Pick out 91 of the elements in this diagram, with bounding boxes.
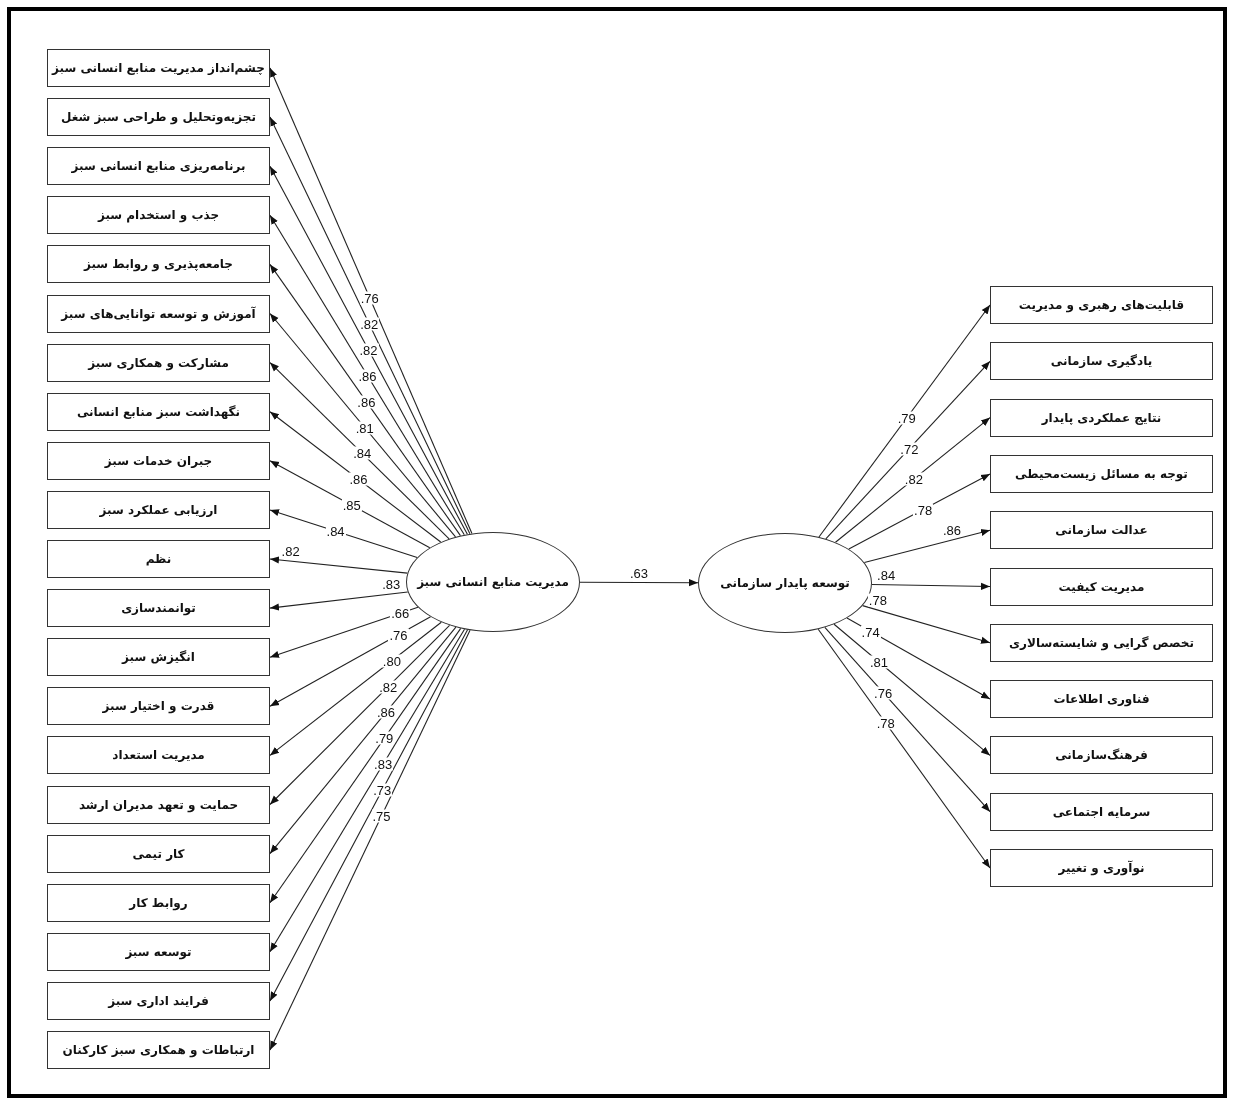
edge-label: .76 xyxy=(359,291,380,305)
edge-label: .84 xyxy=(325,524,346,538)
construct-box: مدیریت کیفیت xyxy=(990,567,1213,606)
arrow xyxy=(269,509,418,559)
edge-label: .86 xyxy=(375,705,396,719)
construct-box: فناوری اطلاعات xyxy=(990,680,1213,719)
edge-label: .82 xyxy=(280,544,301,558)
construct-box: ارتباطات و همکاری سبز کارکنان xyxy=(47,1031,270,1069)
construct-box: روابط کار xyxy=(47,883,270,922)
edge-label: .79 xyxy=(896,411,917,425)
arrow xyxy=(269,556,408,574)
arrow xyxy=(818,304,991,538)
construct-box: توجه به مسائل زیست‌محیطی xyxy=(990,454,1213,493)
construct-box: انگیزش سبز xyxy=(47,638,270,677)
construct-box: جبران خدمات سبز xyxy=(47,441,270,480)
arrow xyxy=(817,628,991,869)
construct-box: نگهداشت سبز منابع انسانی xyxy=(47,392,270,431)
edge-label: .80 xyxy=(381,654,402,668)
construct-box: چشم‌انداز مدیریت منابع انسانی سبز xyxy=(47,49,270,87)
arrow xyxy=(269,460,431,549)
construct-box: جذب و استخدام سبز xyxy=(47,196,270,235)
arrow xyxy=(863,528,991,564)
edge-label: .72 xyxy=(899,442,920,455)
construct-box: توانمندسازی xyxy=(47,589,270,628)
edge-label: .82 xyxy=(903,472,924,486)
arrow xyxy=(848,473,991,550)
arrow xyxy=(269,591,409,611)
construct-box: آموزش و توسعه توانایی‌های سبز xyxy=(47,294,270,333)
edge-label: .66 xyxy=(390,606,411,620)
construct-box: قابلیت‌های رهبری و مدیریت xyxy=(990,286,1213,324)
construct-box: کار تیمی xyxy=(47,834,270,873)
construct-box: جامعه‌پذیری و روابط سبز xyxy=(47,245,270,284)
edge-label: .63 xyxy=(628,566,650,579)
arrow xyxy=(269,263,461,537)
construct-box: ارزیابی عملکرد سبز xyxy=(47,490,270,529)
arrow xyxy=(269,411,442,543)
construct-box: یادگیری سازمانی xyxy=(990,342,1213,381)
edge-label: .82 xyxy=(359,317,380,331)
construct-box: فرهنگ‌سازمانی xyxy=(990,736,1213,775)
edge-label: .75 xyxy=(371,809,392,823)
edge-label: .83 xyxy=(373,757,394,771)
arrow xyxy=(825,360,991,540)
edge-label: .84 xyxy=(876,568,897,582)
edge-label: .86 xyxy=(941,523,962,537)
arrow xyxy=(269,606,419,658)
construct-box: مدیریت استعداد xyxy=(47,736,270,775)
edge-label: .86 xyxy=(356,395,377,409)
arrow xyxy=(846,617,991,700)
edge-label: .85 xyxy=(341,498,362,512)
edge-label: .76 xyxy=(873,686,894,699)
construct-box: نتایج عملکردی پایدار xyxy=(990,398,1213,437)
construct-box: سرمایه اجتماعی xyxy=(990,792,1213,831)
construct-box: مشارکت و همکاری سبز xyxy=(47,343,270,382)
arrow xyxy=(269,362,450,540)
edge-label: .78 xyxy=(875,716,896,730)
edge-label: .86 xyxy=(357,369,378,383)
edge-label: .76 xyxy=(388,628,409,642)
arrow xyxy=(269,626,457,855)
edge-label: .83 xyxy=(381,577,402,591)
arrow xyxy=(833,623,991,756)
edge-label: .74 xyxy=(860,625,881,638)
construct-box: نظم xyxy=(47,540,270,578)
edge-label: .79 xyxy=(374,731,395,745)
edge-label: .73 xyxy=(372,783,393,797)
edge-label: .84 xyxy=(352,446,373,460)
edge-label: .81 xyxy=(868,655,889,669)
edge-label: .78 xyxy=(913,503,934,516)
construct-box: فرایند اداری سبز xyxy=(47,981,270,1020)
edge-label: .82 xyxy=(378,680,399,693)
arrow xyxy=(834,417,991,543)
edge-label: .81 xyxy=(354,421,375,434)
arrow xyxy=(579,579,699,587)
construct-box: تجزیه‌وتحلیل و طراحی سبز شغل xyxy=(47,98,270,137)
edge-label: .78 xyxy=(867,593,888,607)
arrow xyxy=(862,605,991,644)
construct-box: برنامه‌ریزی منابع انسانی سبز xyxy=(47,147,270,186)
arrow xyxy=(824,626,991,813)
construct-box: تخصص گرایی و شایسته‌سالاری xyxy=(990,623,1213,662)
arrow xyxy=(269,627,462,904)
arrow xyxy=(269,616,432,707)
edge-label: .86 xyxy=(348,472,369,486)
construct-box: حمایت و تعهد مدیران ارشد xyxy=(47,785,270,824)
construct-box: عدالت سازمانی xyxy=(990,511,1213,550)
arrow xyxy=(269,621,442,756)
construct-box: قدرت و اختیار سبز xyxy=(47,687,270,726)
arrow xyxy=(269,624,451,806)
edge-label: .82 xyxy=(358,343,379,357)
arrow xyxy=(871,582,991,590)
arrow xyxy=(269,312,457,538)
construct-box: نوآوری و تغییر xyxy=(990,849,1213,887)
construct-box: توسعه سبز xyxy=(47,932,270,971)
